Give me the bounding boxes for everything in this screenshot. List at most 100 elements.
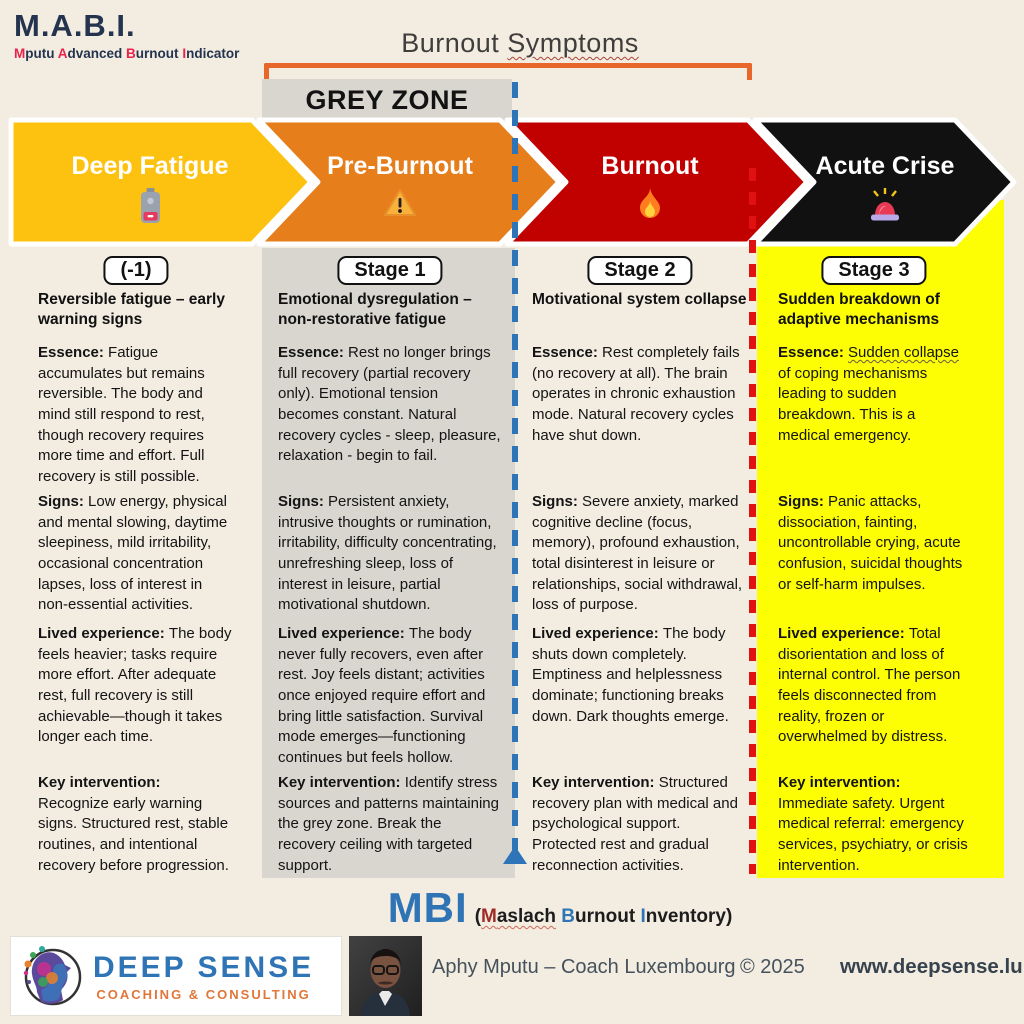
stage-name: Burnout [601,152,699,180]
grey-zone-boundary-dashed-line [512,82,518,850]
section-label: Key intervention: [778,774,901,791]
mbi-reference: MBI (Maslach Burnout Inventory) [260,884,860,932]
warning-icon [290,188,510,228]
burnout-arrow [504,117,810,247]
fire-icon [540,188,760,228]
section-text: Persistent anxiety, intrusive thoughts o… [278,493,497,614]
section-label: Lived experience: [778,625,905,642]
section-text: Panic attacks, dissociation, fainting, u… [778,493,963,593]
grey-zone-column-background [262,248,515,878]
essence-section: Essence:Rest no longer brings full recov… [278,343,502,467]
section-text: Structured recovery plan with medical an… [532,774,738,874]
page-title: Burnout Symptoms [330,28,710,59]
lived-experience-section: Lived experience:The body feels heavier;… [38,624,234,748]
acute-crise-boundary-dashed-line [749,168,756,874]
section-text: The body never fully recovers, even afte… [278,625,486,767]
section-label: Lived experience: [532,625,659,642]
stage-label-deep-fatigue: Deep Fatigue [40,152,260,228]
lived-experience-section: Lived experience:The body shuts down com… [532,624,748,727]
section-text: The body feels heavier; tasks require mo… [38,625,232,746]
section-text: Recognize early warning signs. Structure… [38,794,229,874]
stage-badge: (-1) [103,256,169,285]
deep-fatigue-arrow [8,117,314,247]
stage-badge: Stage 2 [587,256,693,285]
section-label: Essence: [532,344,598,361]
stage-name: Acute Crise [815,152,955,180]
stage-badge: Stage 1 [337,256,443,285]
section-label: Key intervention: [38,774,161,791]
section-text: Immediate safety. Urgent medical referra… [778,794,968,874]
essence-section: Essence:Sudden collapse of coping mechan… [778,343,970,446]
section-label: Signs: [38,493,84,510]
column-deep-fatigue: (-1) Reversible fatigue – early warning … [36,248,236,878]
section-label: Essence: [278,344,344,361]
brand-abbreviation: M.A.B.I. [14,8,136,43]
stage-name: Pre-Burnout [327,152,473,180]
stage-label-burnout: Burnout [540,152,760,228]
column-subtitle: Emotional dysregulation – non-restorativ… [278,291,472,328]
signs-section: Signs:Panic attacks, dissociation, faint… [778,492,970,595]
low-battery-icon [40,188,260,228]
mbi-words: Maslach Burnout Inventory [481,906,726,927]
section-text: The body shuts down completely. Emptines… [532,625,729,725]
key-intervention-section: Key intervention: Immediate safety. Urgen… [778,773,970,876]
lived-experience-section: Lived experience:Total disorientation an… [778,624,970,748]
underlined-phrase: Sudden collapse [848,344,959,361]
section-label: Key intervention: [278,774,401,791]
acute-crise-column-background [757,200,1004,878]
column-pre-burnout: Stage 1 Emotional dysregulation – non-re… [276,248,504,878]
grey-zone-bracket [264,63,752,80]
signs-section: Signs:Persistent anxiety, intrusive thou… [278,492,502,616]
section-text: Rest no longer brings full recovery (par… [278,344,501,465]
brand-tagline: Mputu Advanced Burnout Indicator [14,46,240,61]
stage-name: Deep Fatigue [71,152,229,180]
section-label: Lived experience: [38,625,165,642]
title-word-burnout: Burnout [401,28,500,58]
section-label: Signs: [532,493,578,510]
section-text: Fatigue accumulates but remains reversib… [38,344,205,486]
section-label: Key intervention: [532,774,655,791]
author-portrait [349,936,422,1016]
section-text: Low energy, physical and mental slowing,… [38,493,228,614]
stage-label-acute-crise: Acute Crise [775,152,995,228]
column-subtitle: Motivational system collapse [532,291,747,308]
acute-crise-arrow [752,117,1017,247]
signs-section: Signs:Low energy, physical and mental sl… [38,492,234,616]
mbi-abbreviation: MBI [387,884,468,931]
website-url: www.deepsense.lu [840,955,1023,978]
column-acute-crise: Stage 3 Sudden breakdown of adaptive mec… [776,248,972,878]
pre-burnout-arrow [256,117,562,247]
copyright: © 2025 [740,956,805,978]
signs-section: Signs:Severe anxiety, marked cognitive d… [532,492,748,616]
essence-section: Essence:Fatigue accumulates but remains … [38,343,234,488]
stage-badge: Stage 3 [821,256,927,285]
section-label: Essence: [778,344,844,361]
column-subtitle: Sudden breakdown of adaptive mechanisms [778,291,940,328]
section-text: Total disorientation and loss of interna… [778,625,961,746]
key-intervention-section: Key intervention:Structured recovery pla… [532,773,748,876]
blue-line-up-arrow [503,846,527,864]
column-burnout: Stage 2 Motivational system collapse Ess… [530,248,750,878]
brain-head-logo-icon [23,946,82,1006]
section-text: Severe anxiety, marked cognitive decline… [532,493,743,614]
lived-experience-section: Lived experience:The body never fully re… [278,624,502,769]
logo-subtitle: COACHING & CONSULTING [96,986,311,1002]
key-intervention-section: Key intervention: Recognize early warning… [38,773,234,876]
stage-arrows [8,117,1017,247]
mbi-full-name: (Maslach Burnout Inventory) [475,906,733,928]
logo-text-block: DEEP SENSE COACHING & CONSULTING [93,951,314,1002]
essence-section: Essence:Rest completely fails (no recove… [532,343,748,446]
siren-icon [775,188,995,228]
section-label: Signs: [778,493,824,510]
column-subtitle: Reversible fatigue – early warning signs [38,291,225,328]
paren-close: ) [725,906,733,927]
title-word-symptoms: Symptoms [507,28,639,58]
paren-open: ( [474,906,482,927]
section-text: of coping mechanisms leading to sudden b… [778,364,928,444]
section-label: Essence: [38,344,104,361]
key-intervention-section: Key intervention:Identify stress sources… [278,773,502,876]
section-label: Lived experience: [278,625,405,642]
section-label: Signs: [278,493,324,510]
deep-sense-logo-box: DEEP SENSE COACHING & CONSULTING [10,936,342,1016]
